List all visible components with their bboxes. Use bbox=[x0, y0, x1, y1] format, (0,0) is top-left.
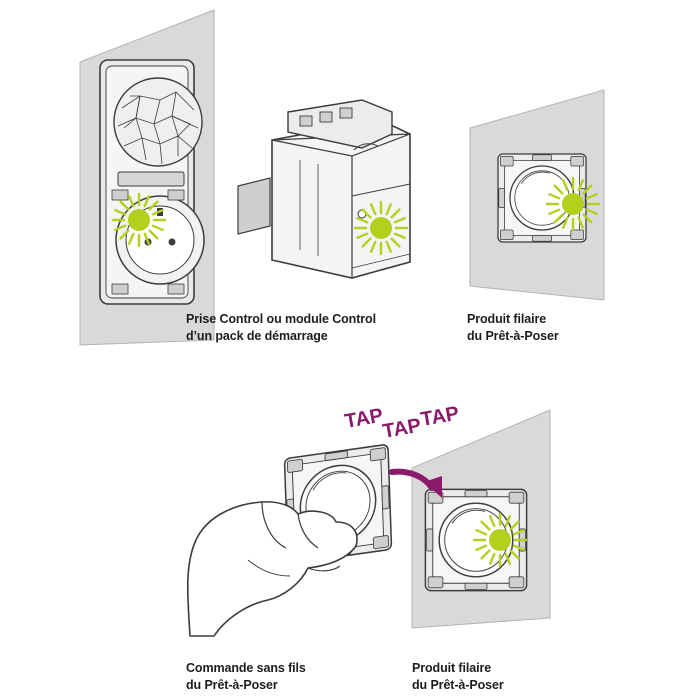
sensor-dome bbox=[113, 77, 203, 167]
wired-switch-bottom bbox=[411, 409, 551, 629]
tap-text: TAP TAP TAP bbox=[343, 403, 461, 443]
caption-commande-sans-fils: Commande sans fils du Prêt-à-Poser bbox=[186, 660, 306, 694]
caption-line: Produit filaire bbox=[467, 312, 547, 326]
caption-prise-module: Prise Control ou module Control d’un pac… bbox=[186, 311, 376, 345]
light-indicator-icon bbox=[353, 200, 409, 256]
tap-word-2: TAP bbox=[381, 415, 423, 443]
caption-line: du Prêt-à-Poser bbox=[186, 678, 278, 692]
hand-icon bbox=[186, 501, 358, 637]
tap-word-3: TAP bbox=[419, 403, 461, 431]
caption-line: Commande sans fils bbox=[186, 661, 306, 675]
tap-word-1: TAP bbox=[343, 405, 385, 433]
caption-line: Produit filaire bbox=[412, 661, 492, 675]
din-rail-module bbox=[237, 99, 411, 279]
caption-produit-filaire-bottom: Produit filaire du Prêt-à-Poser bbox=[412, 660, 504, 694]
double-socket-plate bbox=[79, 9, 215, 346]
caption-line: du Prêt-à-Poser bbox=[467, 329, 559, 343]
caption-line: Prise Control ou module Control bbox=[186, 312, 376, 326]
light-indicator-icon bbox=[111, 192, 167, 248]
light-indicator-icon bbox=[472, 512, 528, 568]
caption-line: d’un pack de démarrage bbox=[186, 329, 328, 343]
caption-produit-filaire-top: Produit filaire du Prêt-à-Poser bbox=[467, 311, 559, 345]
wired-switch-top bbox=[469, 89, 605, 301]
caption-line: du Prêt-à-Poser bbox=[412, 678, 504, 692]
curved-arrow-icon bbox=[389, 468, 442, 498]
light-indicator-icon bbox=[545, 176, 601, 232]
